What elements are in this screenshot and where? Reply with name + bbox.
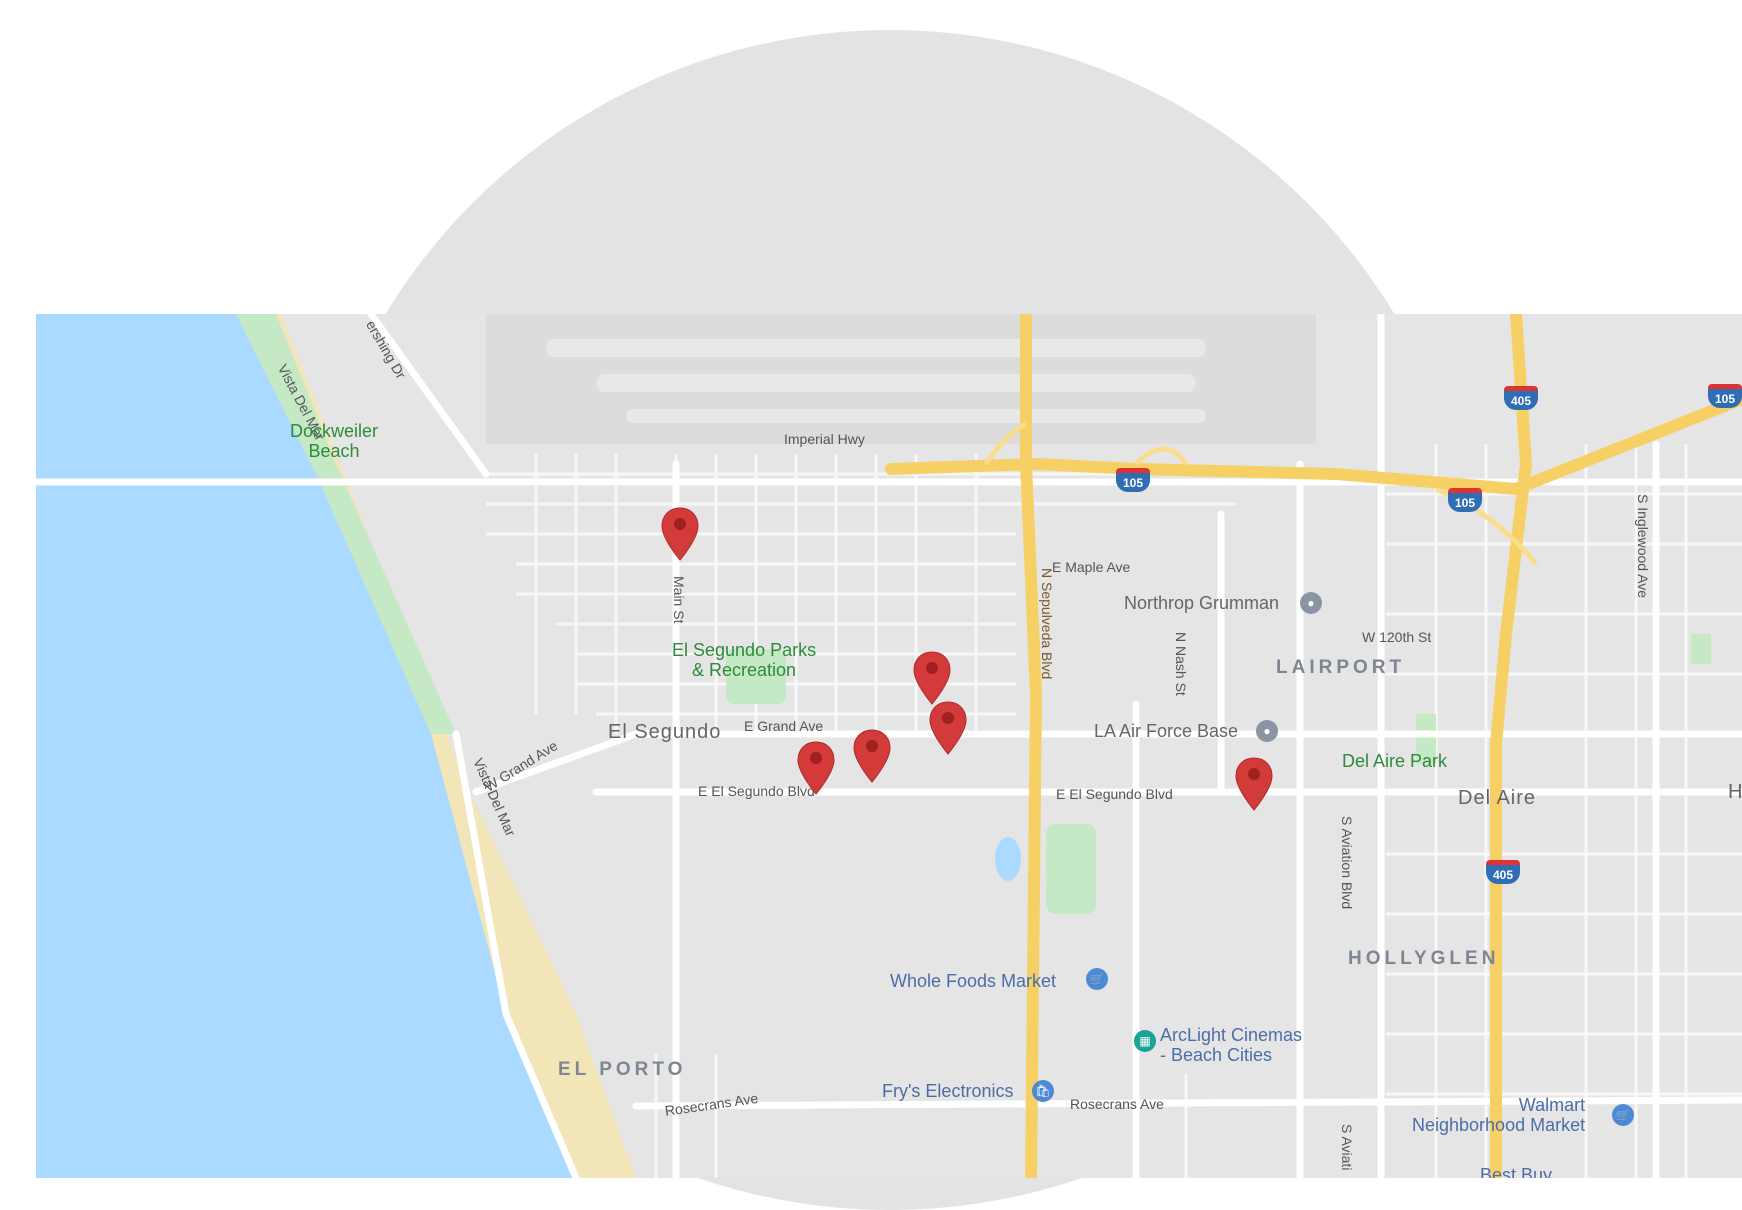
map-view[interactable]: Imperial Hwy Vista Del Mar Vista Del Mar… [36, 314, 1742, 1178]
location-marker-icon[interactable] [796, 740, 836, 796]
street-grid [486, 444, 1742, 1178]
location-marker-icon[interactable] [1234, 756, 1274, 812]
ocean [36, 314, 576, 1178]
street-label-w-120th-st: W 120th St [1362, 629, 1432, 645]
shopping-cart-icon[interactable]: 🛒 [1086, 968, 1108, 990]
poi-label-northrop-grumman[interactable]: Northrop Grumman [1124, 593, 1280, 613]
street-label-e-maple-ave: E Maple Ave [1052, 559, 1131, 575]
map-base [36, 314, 1742, 1178]
poi-pin-icon[interactable]: ● [1300, 592, 1322, 614]
place-label-dockweiler-beach: Dockweiler Beach [290, 421, 379, 461]
street-label-s-aviation-blvd: S Aviation Blvd [1339, 816, 1355, 910]
street-label-imperial-hwy: Imperial Hwy [784, 431, 865, 447]
place-label-del-aire-park: Del Aire Park [1342, 751, 1448, 771]
poi-label-best-buy[interactable]: Best Buy [1480, 1165, 1553, 1178]
street-label-e-el-segundo-blvd-west: E El Segundo Blvd [698, 783, 815, 799]
place-label-el-porto: EL PORTO [558, 1059, 687, 1080]
place-label-edge: H [1728, 781, 1742, 803]
poi-label-la-air-force-base[interactable]: LA Air Force Base [1094, 721, 1239, 741]
poi-pin-icon[interactable]: ● [1256, 720, 1278, 742]
movie-icon[interactable]: ▦ [1134, 1030, 1156, 1052]
interstate-405-shield: 405 [1486, 860, 1520, 884]
street-label-e-el-segundo-blvd-east: E El Segundo Blvd [1056, 786, 1173, 802]
main-roads [36, 314, 1742, 1178]
interstate-105-shield: 105 [1116, 468, 1150, 492]
shopping-bag-icon[interactable]: 🛍 [1032, 1080, 1054, 1102]
place-label-del-aire: Del Aire [1458, 787, 1537, 809]
street-label-n-nash-st: N Nash St [1173, 632, 1189, 696]
place-label-hollyglen: HOLLYGLEN [1348, 948, 1500, 969]
location-marker-icon[interactable] [912, 650, 952, 706]
place-label-lairport: LAIRPORT [1276, 657, 1406, 678]
street-label-rosecrans-ave-east: Rosecrans Ave [1070, 1096, 1164, 1112]
poi-label-frys[interactable]: Fry's Electronics [882, 1081, 1014, 1101]
park-areas [726, 634, 1711, 914]
place-label-el-segundo: El Segundo [608, 721, 722, 743]
poi-label-whole-foods[interactable]: Whole Foods Market [890, 971, 1057, 991]
street-label-s-aviation-bottom: S Aviati [1339, 1124, 1355, 1171]
poi-label-walmart[interactable]: Walmart Neighborhood Market [1412, 1095, 1586, 1135]
street-label-n-sepulveda-blvd: N Sepulveda Blvd [1039, 568, 1055, 680]
street-label-e-grand-ave: E Grand Ave [744, 718, 824, 734]
location-marker-icon[interactable] [852, 728, 892, 784]
freeways [885, 314, 1742, 1178]
pond [995, 837, 1021, 881]
place-label-el-segundo-parks: El Segundo Parks & Recreation [672, 640, 817, 680]
street-label-s-inglewood-ave: S Inglewood Ave [1635, 494, 1651, 599]
interstate-405-shield: 405 [1504, 386, 1538, 410]
location-marker-icon[interactable] [928, 700, 968, 756]
shopping-cart-icon[interactable]: 🛒 [1612, 1104, 1634, 1126]
interstate-105-shield: 105 [1448, 488, 1482, 512]
airport-runways [546, 339, 1206, 423]
location-marker-icon[interactable] [660, 506, 700, 562]
street-label-main-st: Main St [671, 576, 687, 624]
interstate-105-shield: 105 [1708, 384, 1742, 408]
poi-label-arclight[interactable]: ArcLight Cinemas - Beach Cities [1160, 1025, 1303, 1065]
